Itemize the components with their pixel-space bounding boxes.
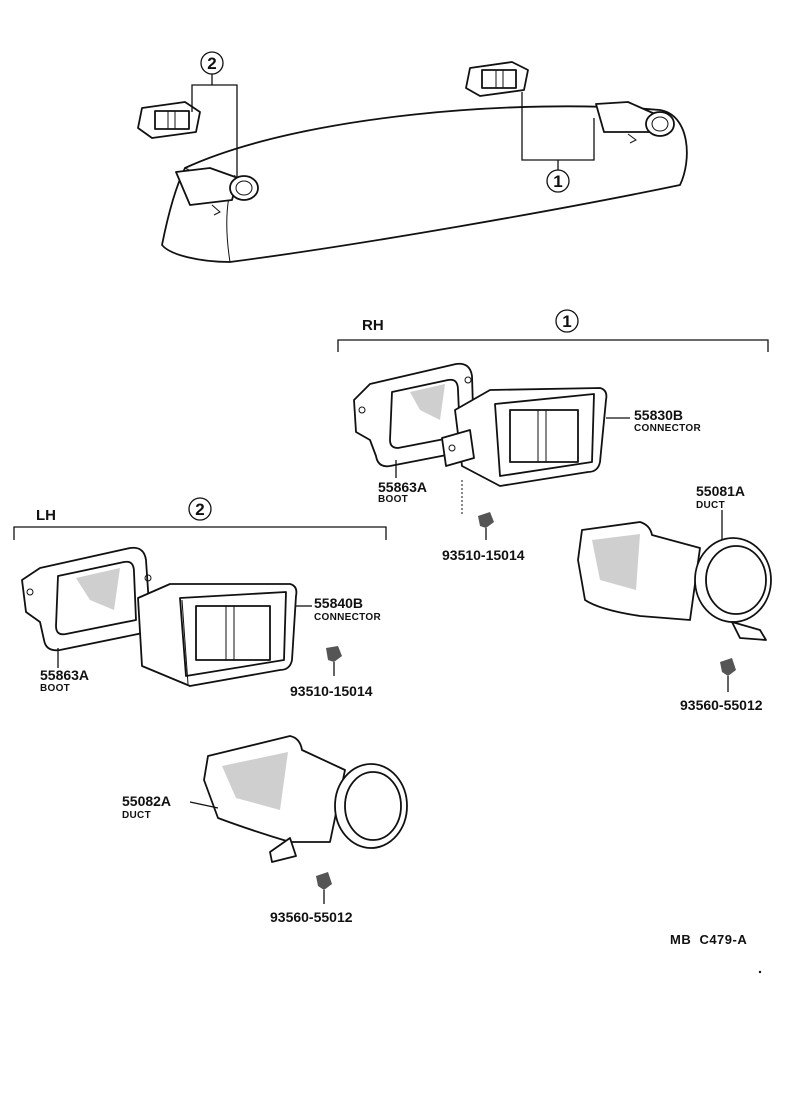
lh-duct: [203, 735, 408, 863]
diagram-reference: MB C479-A: [670, 932, 747, 947]
rh-screw-icon: [461, 480, 494, 540]
callout-1-top: 1: [553, 172, 562, 191]
instrument-panel-overview: 2 1: [137, 51, 688, 263]
rh-connector-number: 55830B: [634, 407, 683, 423]
callout-2-top: 2: [207, 54, 216, 73]
lh-screw-number: 93510-15014: [290, 683, 373, 699]
overview-right-vent: [595, 101, 675, 144]
lh-duct-screw-number: 93560-55012: [270, 909, 353, 925]
lh-connector-number: 55840B: [314, 595, 363, 611]
lh-label: LH: [36, 507, 56, 524]
lh-callout: 2: [195, 500, 204, 519]
rh-duct: [577, 521, 772, 641]
rh-boot-number: 55863A: [378, 479, 427, 495]
rh-bracket: [337, 339, 769, 352]
lh-boot-number: 55863A: [40, 667, 89, 683]
rh-connector: [441, 387, 608, 487]
overview-left-register: [137, 101, 201, 139]
rh-duct-screw-icon: [720, 658, 736, 692]
rh-screw-number: 93510-15014: [442, 547, 525, 563]
lh-group: LH 2 55863A BOOT 55840B CONNECTOR: [13, 497, 408, 925]
overview-left-vent: [175, 167, 259, 216]
overview-right-register: [465, 61, 529, 97]
lh-duct-number: 55082A: [122, 793, 171, 809]
lh-screw-icon: [326, 646, 342, 676]
rh-boot-name: BOOT: [378, 494, 408, 505]
lh-connector-name: CONNECTOR: [314, 612, 381, 623]
rh-duct-screw-number: 93560-55012: [680, 697, 763, 713]
rh-duct-name: DUCT: [696, 500, 725, 511]
rh-group: RH 1 55863A BOOT 55830B CONNECTOR: [337, 309, 772, 713]
lh-duct-screw-icon: [316, 872, 332, 904]
rh-duct-number: 55081A: [696, 483, 745, 499]
rh-callout: 1: [562, 312, 571, 331]
lh-connector: [137, 583, 298, 687]
lh-boot-name: BOOT: [40, 683, 70, 694]
lh-duct-name: DUCT: [122, 810, 151, 821]
lh-bracket: [13, 526, 387, 540]
rh-connector-name: CONNECTOR: [634, 423, 701, 434]
lh-boot: [21, 546, 152, 652]
rh-label: RH: [362, 317, 384, 334]
